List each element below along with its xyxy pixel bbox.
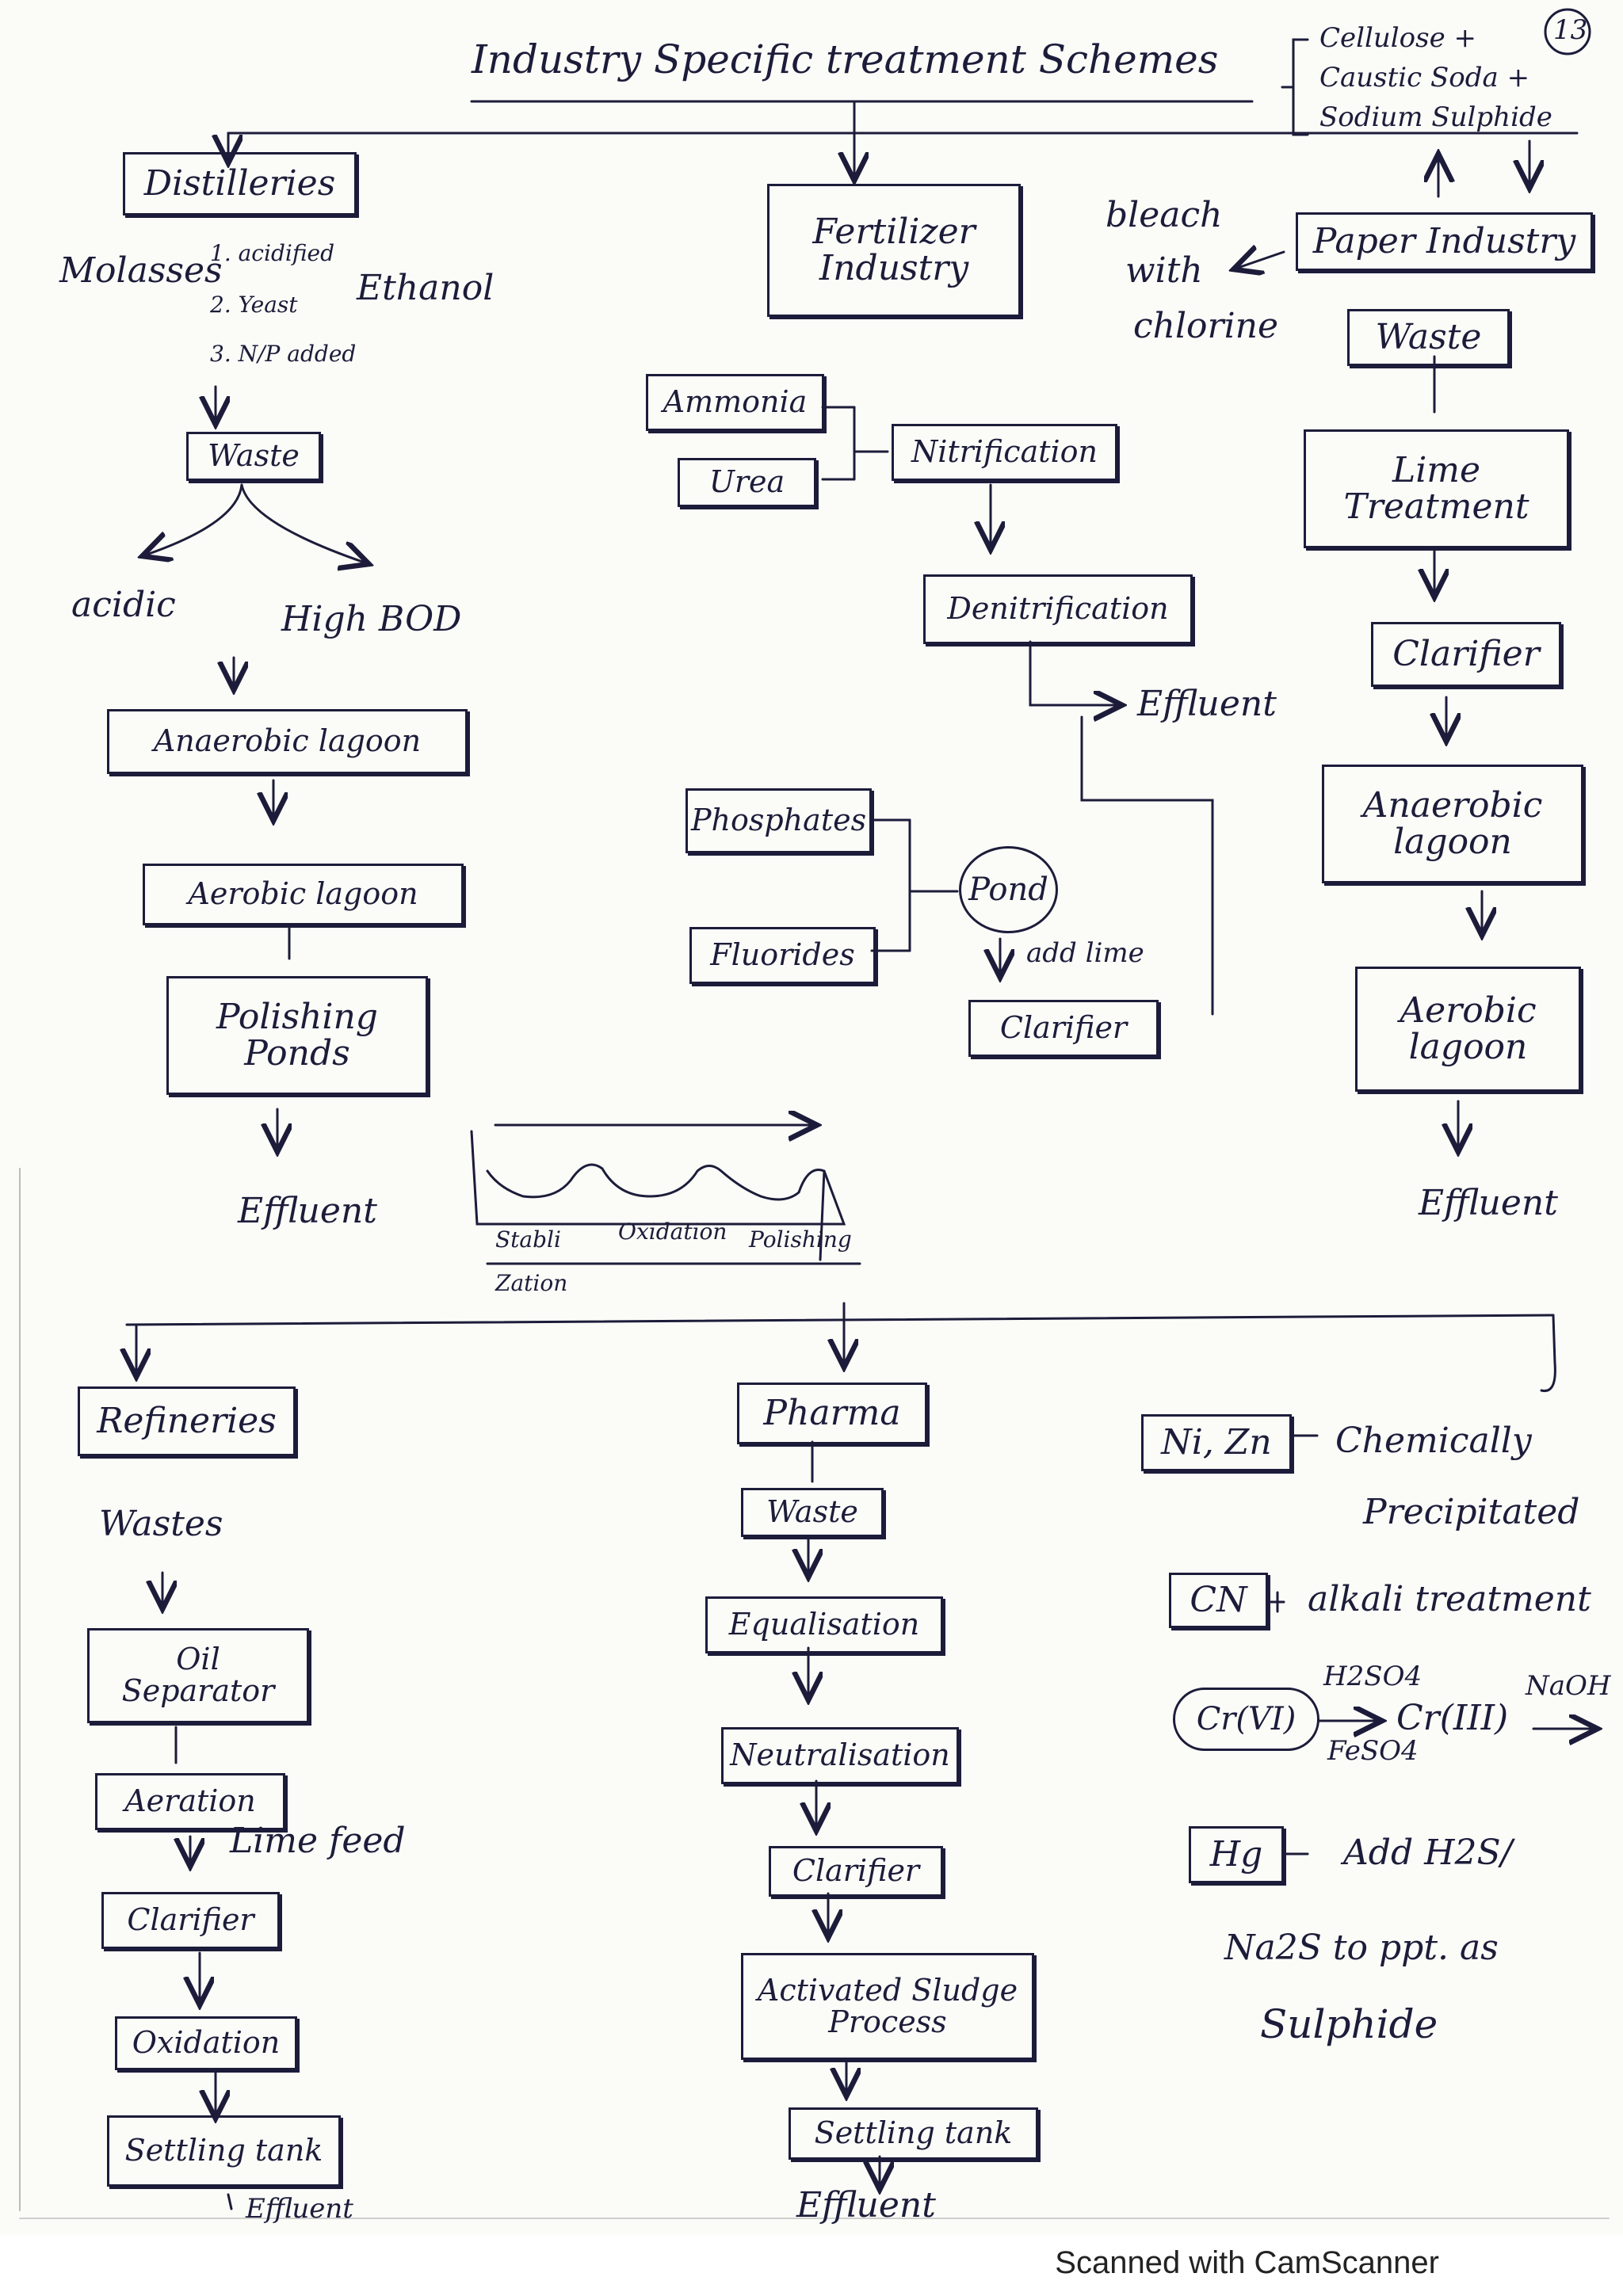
polishing-ponds-box: Polishing Ponds — [166, 976, 428, 1095]
cn-box: CN — [1169, 1573, 1268, 1628]
cr6-oval: Cr(VI) — [1173, 1688, 1319, 1751]
paper-aerobic-lagoon-box: Aerobic lagoon — [1355, 967, 1581, 1092]
paper-chemical-3: Sodium Sulphide — [1319, 101, 1552, 133]
pond-zone-oxidation: Oxidation — [618, 1219, 727, 1245]
refineries-box: Refineries — [78, 1386, 296, 1456]
page-number: 13 — [1553, 14, 1588, 46]
neutralisation-box: Neutralisation — [721, 1727, 959, 1784]
ni-zn-note-1: Chemically — [1335, 1421, 1532, 1461]
refineries-oxidation-box: Oxidation — [115, 2016, 297, 2070]
distilleries-step-1: 1. acidified — [210, 240, 334, 266]
paper-industry-box: Paper Industry — [1296, 212, 1593, 271]
pond-caption: Zation — [495, 1270, 568, 1296]
refineries-wastes: Wastes — [99, 1504, 223, 1544]
oil-separator-box: Oil Separator — [87, 1628, 309, 1723]
pharma-box: Pharma — [737, 1383, 927, 1444]
refineries-settling-tank-box: Settling tank — [107, 2115, 341, 2187]
distilleries-effluent: Effluent — [238, 1191, 377, 1231]
refineries-clarifier-box: Clarifier — [101, 1892, 280, 1949]
distilleries-product: Ethanol — [357, 268, 495, 308]
page-title: Industry Specific treatment Schemes — [472, 36, 1219, 82]
hg-note-3: Sulphide — [1260, 2001, 1438, 2047]
pond-zone-polishing: Polishing — [749, 1226, 852, 1253]
paper-chemical-1: Cellulose + — [1319, 22, 1476, 54]
phosphates-box: Phosphates — [685, 788, 872, 853]
denitrification-box: Denitrification — [923, 574, 1193, 644]
lime-treatment-box: Lime Treatment — [1304, 429, 1569, 548]
distilleries-branch-high-bod: High BOD — [281, 599, 462, 639]
ni-zn-note-2: Precipitated — [1363, 1492, 1580, 1532]
pond-circle: Pond — [959, 846, 1058, 933]
anaerobic-lagoon-box: Anaerobic lagoon — [107, 709, 468, 774]
nitrification-box: Nitrification — [892, 424, 1117, 481]
fertilizer-effluent: Effluent — [1137, 684, 1277, 724]
hg-note-2: Na2S to ppt. as — [1224, 1928, 1499, 1968]
aerobic-lagoon-box: Aerobic lagoon — [143, 864, 464, 925]
fluorides-box: Fluorides — [689, 927, 876, 984]
distilleries-step-2: 2. Yeast — [210, 292, 298, 318]
paper-bleach-2: with — [1125, 250, 1203, 291]
hg-note-1: Add H2S/ — [1343, 1833, 1513, 1873]
pharma-settling-tank-box: Settling tank — [789, 2107, 1038, 2160]
cr-reagent-h2so4: H2SO4 — [1323, 1661, 1423, 1692]
distilleries-feed: Molasses — [59, 250, 223, 291]
activated-sludge-box: Activated Sludge Process — [741, 1953, 1034, 2060]
paper-waste-box: Waste — [1347, 309, 1510, 366]
aeration-box: Aeration — [95, 1773, 285, 1830]
paper-bleach-3: chlorine — [1133, 306, 1279, 346]
fertilizer-industry-box: Fertilizer Industry — [767, 184, 1021, 317]
distilleries-box: Distilleries — [123, 152, 357, 215]
paper-bleach-1: bleach — [1106, 195, 1223, 235]
notebook-page: Industry Specific treatment Schemes 13 C… — [19, 8, 1611, 2225]
distilleries-waste-box: Waste — [186, 432, 321, 481]
equalisation-box: Equalisation — [705, 1596, 943, 1653]
naoh-label: NaOH — [1526, 1670, 1611, 1702]
paper-effluent: Effluent — [1419, 1183, 1558, 1223]
hg-box: Hg — [1189, 1826, 1284, 1883]
refineries-lime-feed: Lime feed — [230, 1821, 406, 1861]
distilleries-step-3: 3. N/P added — [210, 341, 357, 367]
paper-anaerobic-lagoon-box: Anaerobic lagoon — [1322, 765, 1583, 883]
connector-lines — [19, 8, 1610, 2219]
ni-zn-box: Ni, Zn — [1141, 1414, 1292, 1471]
fertilizer-clarifier-box: Clarifier — [968, 1000, 1159, 1057]
cr3-label: Cr(III) — [1396, 1698, 1509, 1738]
ammonia-box: Ammonia — [646, 374, 824, 431]
refineries-effluent: Effluent — [246, 2193, 353, 2225]
scanner-footer: Scanned with CamScanner — [0, 2234, 1623, 2296]
scanner-watermark: Scanned with CamScanner — [1055, 2245, 1439, 2280]
paper-chemical-2: Caustic Soda + — [1319, 62, 1530, 93]
urea-box: Urea — [678, 458, 816, 507]
cr-reagent-feso4: FeSO4 — [1327, 1735, 1419, 1767]
fertilizer-add-lime: add lime — [1026, 937, 1144, 969]
pond-zone-stabli: Stabli — [495, 1226, 561, 1253]
paper-clarifier-box: Clarifier — [1371, 622, 1561, 687]
pharma-clarifier-box: Clarifier — [769, 1846, 943, 1897]
pharma-waste-box: Waste — [741, 1488, 884, 1537]
pharma-effluent: Effluent — [796, 2185, 936, 2225]
distilleries-branch-acidic: acidic — [71, 585, 176, 625]
cn-note: alkali treatment — [1308, 1579, 1591, 1619]
